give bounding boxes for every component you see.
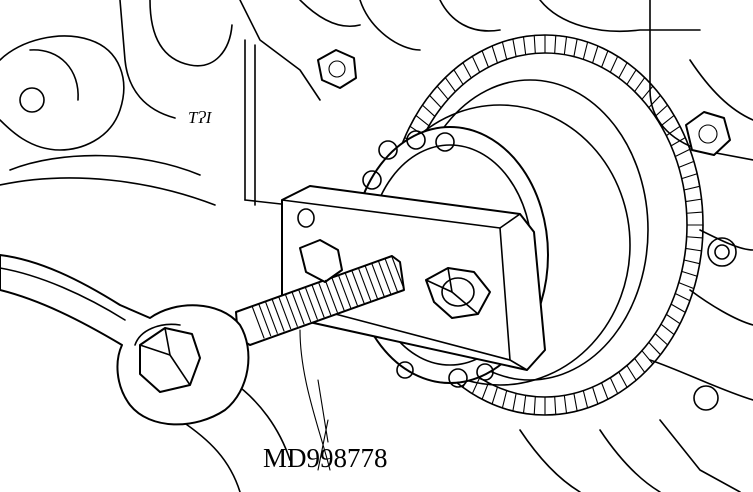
sprocket-tooth: [563, 392, 578, 414]
sprocket-tooth: [592, 45, 609, 68]
casting-mark: TɁI: [188, 108, 212, 127]
sprocket-tooth: [654, 104, 675, 127]
sprocket-tooth: [670, 292, 691, 313]
sprocket-tooth: [533, 34, 546, 54]
tool-callout-label: MD998778: [263, 443, 388, 473]
hex-bolt-icon: [425, 267, 491, 319]
sprocket-tooth: [648, 332, 669, 356]
sprocket-tooth: [634, 350, 654, 373]
rod-thread: [391, 256, 405, 290]
rod-thread: [271, 298, 285, 332]
sprocket-tooth: [453, 62, 472, 86]
sprocket-tooth: [681, 173, 701, 191]
sprocket-tooth: [512, 36, 527, 58]
rod-thread: [364, 265, 378, 299]
sprocket-tooth: [601, 377, 619, 400]
sprocket-tooth: [674, 148, 695, 168]
rod-thread: [331, 277, 345, 311]
rod-thread: [304, 286, 318, 320]
sprocket-tooth: [471, 50, 489, 73]
sprocket-tooth: [626, 69, 646, 93]
sprocket-tooth: [665, 125, 686, 147]
sprocket-tooth: [609, 55, 628, 79]
rod-thread: [338, 275, 352, 309]
rod-thread: [298, 289, 312, 323]
sprocket-tooth: [491, 41, 508, 64]
rod-thread: [251, 305, 265, 339]
sprocket-tooth: [678, 270, 698, 290]
rod-thread: [291, 291, 305, 325]
rod-thread: [378, 261, 392, 295]
sprocket-tooth: [421, 94, 442, 118]
sprocket-tooth: [686, 224, 704, 239]
sprocket-tooth: [501, 390, 517, 412]
sprocket-tooth: [436, 77, 456, 100]
callout-leader: [317, 379, 329, 443]
sprocket-tooth: [683, 247, 703, 265]
housing-hole-lower: [693, 385, 719, 411]
sprocket-tooth: [522, 394, 536, 416]
sprocket-tooth: [554, 34, 568, 56]
sprocket-tooth: [618, 364, 637, 388]
rod-thread: [371, 263, 385, 297]
rod-thread: [278, 296, 292, 330]
rod-thread: [351, 270, 365, 304]
sprocket-tooth: [660, 313, 681, 336]
rod-thread: [264, 300, 278, 334]
housing-hole-right: [707, 237, 737, 267]
housing-bolt-right: [685, 111, 731, 156]
sprocket-tooth: [685, 198, 704, 214]
rod-thread: [311, 284, 325, 318]
sprocket-tooth: [573, 38, 589, 60]
rod-thread: [258, 303, 272, 337]
housing-bolt-top: [317, 49, 357, 89]
rod-thread: [318, 282, 332, 316]
sprocket-tooth: [544, 396, 557, 416]
rod-thread: [384, 258, 398, 292]
rod-thread: [324, 279, 338, 313]
rod-thread: [358, 268, 372, 302]
sprocket-tooth: [582, 386, 599, 409]
wrench-icon: [0, 254, 250, 426]
rod-thread: [284, 293, 298, 327]
rod-thread: [344, 272, 358, 306]
sprocket-tooth: [641, 85, 662, 109]
housing-hole-left: [19, 87, 45, 113]
sprocket-tooth: [481, 382, 498, 405]
